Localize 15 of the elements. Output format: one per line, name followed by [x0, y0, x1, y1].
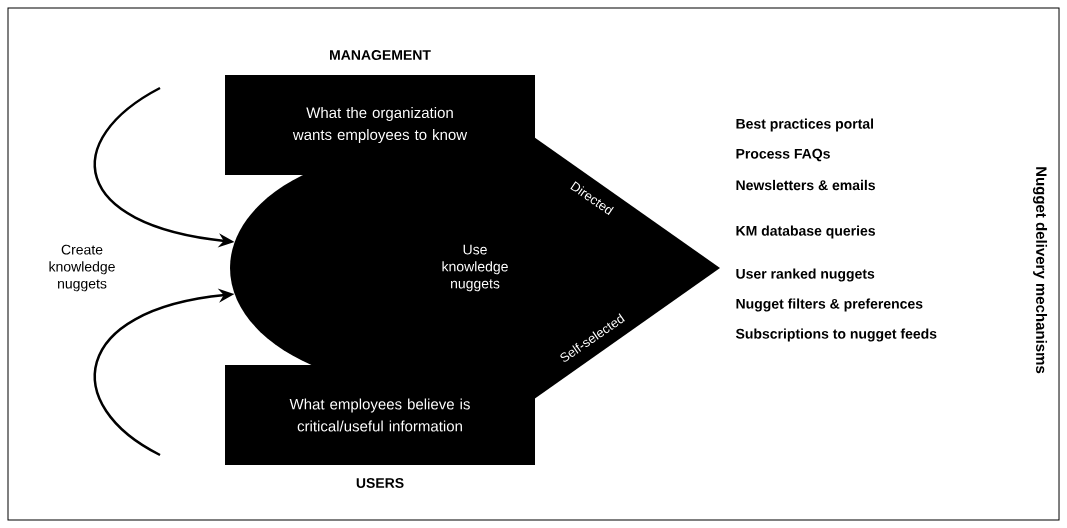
list-item: Best practices portal [736, 118, 874, 132]
text-box: What the organization wants employees to know [225, 75, 535, 175]
list-item: User ranked nuggets [736, 268, 875, 282]
list-item: Process FAQs [736, 148, 830, 162]
node-label: What the organization wants employees to know [292, 107, 468, 143]
vertical-heading: Nugget delivery mechanisms [1033, 167, 1048, 374]
node-label: What employees believe is critical/useful information [289, 398, 470, 432]
list-item: Subscriptions to nugget feeds [735, 328, 937, 342]
list-item: Newsletters & emails [736, 179, 875, 191]
list-item: Nugget filters & preferences [736, 298, 923, 312]
text-label: Create knowledge nuggets [49, 244, 115, 292]
heading: USERS [356, 478, 404, 488]
list-item: KM database queries [736, 225, 875, 239]
text-box: What employees believe is critical/useful information [225, 365, 535, 465]
heading: MANAGEMENT [330, 50, 431, 60]
